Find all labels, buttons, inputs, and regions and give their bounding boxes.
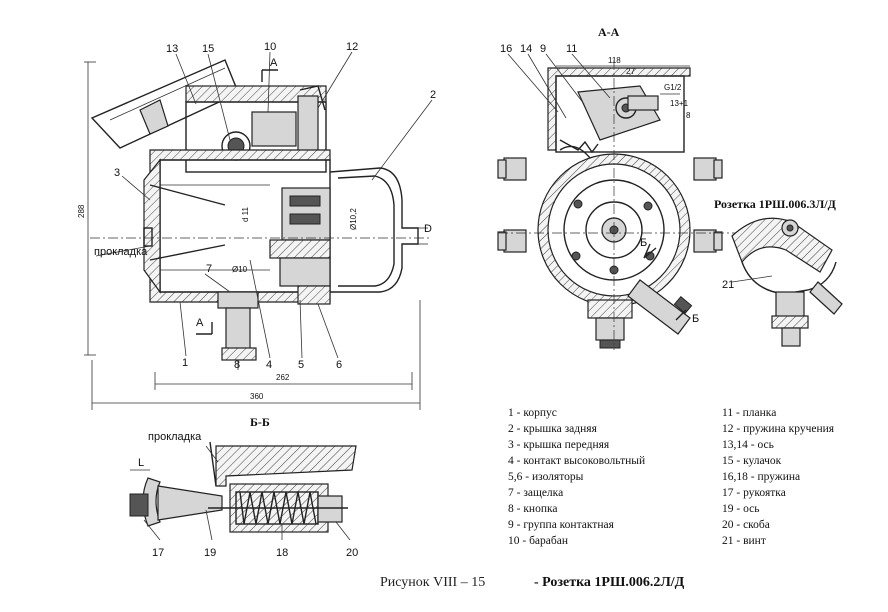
label-d: D bbox=[424, 223, 432, 235]
dim-g12: G1/2 bbox=[664, 83, 682, 92]
section-bb-labels: Б-Б прокладка L 17 19 18 20 bbox=[138, 415, 358, 559]
label-5: 5 bbox=[298, 359, 304, 371]
caption-title: - Розетка 1РШ.006.2Л/Д bbox=[534, 575, 685, 590]
label-10: 10 bbox=[264, 41, 276, 53]
label-7: 7 bbox=[206, 263, 212, 275]
legend-item: 19 - ось bbox=[722, 503, 759, 515]
label-11: 11 bbox=[566, 43, 577, 55]
section-aa bbox=[497, 53, 740, 350]
label-1: 1 bbox=[182, 357, 188, 369]
title-rozetka-3: Розетка 1РШ.006.3Л/Д bbox=[714, 197, 837, 211]
label-14: 14 bbox=[520, 43, 532, 55]
title-bb: Б-Б bbox=[250, 415, 270, 429]
dim-13: 13+1 bbox=[670, 99, 689, 108]
legend-item: 4 - контакт высоковольтный bbox=[508, 455, 645, 467]
dim-288: 288 bbox=[77, 204, 86, 218]
label-l: L bbox=[138, 457, 144, 469]
legend-item: 17 - рукоятка bbox=[722, 487, 786, 499]
label-17: 17 bbox=[152, 547, 164, 559]
legend-item: 12 - пружина кручения bbox=[722, 423, 835, 435]
dim-262: 262 bbox=[276, 373, 290, 382]
label-2: 2 bbox=[430, 89, 436, 101]
dim-d10: Ø10 bbox=[232, 265, 248, 274]
label-cut-a-top: А bbox=[270, 57, 278, 69]
dim-27: 27 bbox=[626, 67, 635, 76]
legend-item: 3 - крышка передняя bbox=[508, 439, 610, 451]
label-cut-b-2: Б bbox=[692, 313, 699, 325]
label-8: 8 bbox=[234, 359, 240, 371]
legend-right: 11 - планка 12 - пружина кручения 13,14 … bbox=[722, 407, 835, 547]
rozetka-3-view bbox=[731, 217, 843, 347]
label-20: 20 bbox=[346, 547, 358, 559]
label-19: 19 bbox=[204, 547, 216, 559]
legend-item: 10 - барабан bbox=[508, 535, 568, 547]
dim-118: 118 bbox=[608, 56, 621, 65]
label-6: 6 bbox=[336, 359, 342, 371]
legend-left: 1 - корпус 2 - крышка задняя 3 - крышка … bbox=[508, 407, 645, 547]
legend-item: 13,14 - ось bbox=[722, 439, 774, 451]
label-21: 21 bbox=[722, 279, 734, 291]
label-cut-a-bottom: А bbox=[196, 317, 204, 329]
main-view-labels: 13 15 10 12 2 3 прокладка 7 1 8 4 5 6 А … bbox=[77, 41, 436, 401]
legend-item: 15 - кулачок bbox=[722, 455, 782, 467]
label-prokladka-bb: прокладка bbox=[148, 431, 202, 443]
main-view bbox=[84, 51, 433, 410]
legend-item: 7 - защелка bbox=[508, 487, 563, 499]
label-4: 4 bbox=[266, 359, 272, 371]
legend-item: 20 - скоба bbox=[722, 519, 770, 531]
label-18: 18 bbox=[276, 547, 288, 559]
dim-d102: Ø10,2 bbox=[349, 208, 358, 230]
legend-item: 8 - кнопка bbox=[508, 503, 558, 515]
dim-8: 8 bbox=[686, 111, 691, 120]
caption-figure-number: Рисунок VIII – 15 bbox=[380, 575, 485, 590]
label-9: 9 bbox=[540, 43, 546, 55]
label-prokladka-main: прокладка bbox=[94, 246, 148, 258]
legend-item: 9 - группа контактная bbox=[508, 519, 615, 531]
dim-360: 360 bbox=[250, 392, 264, 401]
figure-caption: Рисунок VIII – 15 - Розетка 1РШ.006.2Л/Д bbox=[380, 575, 685, 590]
legend-item: 5,6 - изоляторы bbox=[508, 471, 584, 483]
label-cut-b-1: Б bbox=[640, 237, 647, 249]
legend-item: 21 - винт bbox=[722, 535, 766, 547]
section-aa-labels: А-А 16 14 9 11 118 27 G1/2 13+1 8 Б Б bbox=[500, 25, 699, 325]
title-aa: А-А bbox=[598, 25, 620, 39]
legend-item: 11 - планка bbox=[722, 407, 776, 419]
label-13: 13 bbox=[166, 43, 178, 55]
rozetka-3-labels: Розетка 1РШ.006.3Л/Д 21 bbox=[714, 197, 837, 291]
section-bb bbox=[129, 441, 357, 541]
dim-d11: d 11 bbox=[241, 206, 250, 222]
legend-item: 1 - корпус bbox=[508, 407, 557, 419]
label-12: 12 bbox=[346, 41, 358, 53]
legend-item: 16,18 - пружина bbox=[722, 471, 800, 483]
label-3: 3 bbox=[114, 167, 120, 179]
label-16: 16 bbox=[500, 43, 512, 55]
legend-item: 2 - крышка задняя bbox=[508, 423, 598, 435]
label-15: 15 bbox=[202, 43, 214, 55]
